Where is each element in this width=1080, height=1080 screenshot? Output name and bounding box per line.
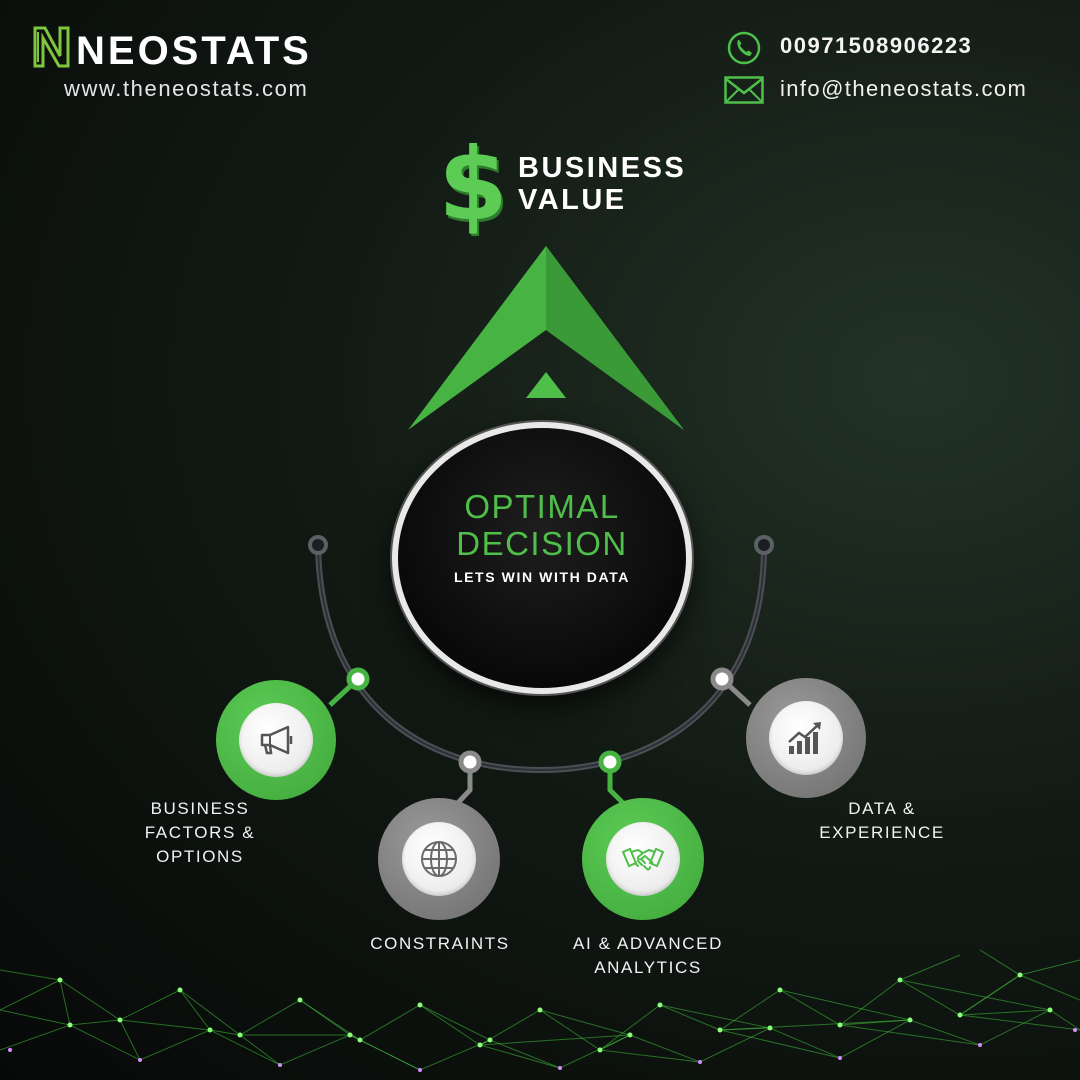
- connector-dot-data: [710, 667, 734, 691]
- node-ai-analytics: [582, 798, 704, 920]
- phone-icon: [727, 31, 761, 65]
- arc-end-right: [754, 535, 774, 555]
- node-label-business-factors: BUSINESS FACTORS & OPTIONS: [144, 799, 256, 866]
- handshake-icon: [621, 847, 665, 871]
- center-title: OPTIMAL DECISION: [456, 488, 628, 562]
- center-subtitle: LETS WIN WITH DATA: [453, 569, 631, 585]
- node-constraints: [378, 798, 500, 920]
- node-label-constraints: CONSTRAINTS: [370, 934, 510, 953]
- dollar-icon: $ $: [440, 136, 510, 236]
- node-label-ai-analytics: AI & ADVANCED ANALYTICS: [573, 934, 723, 977]
- website-link[interactable]: www.theneostats.com: [64, 76, 309, 101]
- network-decoration: [0, 950, 1080, 1072]
- globe-icon: [421, 841, 457, 877]
- svg-text:$: $: [440, 136, 508, 236]
- small-chevron: [526, 372, 566, 398]
- phone-number[interactable]: 00971508906223: [780, 33, 973, 58]
- megaphone-icon: [260, 725, 293, 755]
- node-data-experience: [746, 678, 866, 798]
- connector-dot-business: [346, 667, 370, 691]
- logo-text: NEOSTATS: [76, 29, 312, 72]
- svg-text:$: $: [440, 136, 510, 236]
- arc-end-left: [308, 535, 328, 555]
- optimal-decision-circle: [392, 422, 692, 694]
- mail-icon: [724, 76, 764, 104]
- connector-dot-constraints: [458, 750, 482, 774]
- node-business-factors: [216, 680, 336, 800]
- connector-dot-ai: [598, 750, 622, 774]
- neostats-logo: NEOSTATS: [33, 26, 312, 72]
- growth-chart-icon: [788, 722, 821, 754]
- business-value-title: BUSINESS VALUE: [518, 152, 687, 216]
- node-label-data-experience: DATA & EXPERIENCE: [819, 799, 945, 842]
- email-address[interactable]: info@theneostats.com: [780, 76, 1028, 101]
